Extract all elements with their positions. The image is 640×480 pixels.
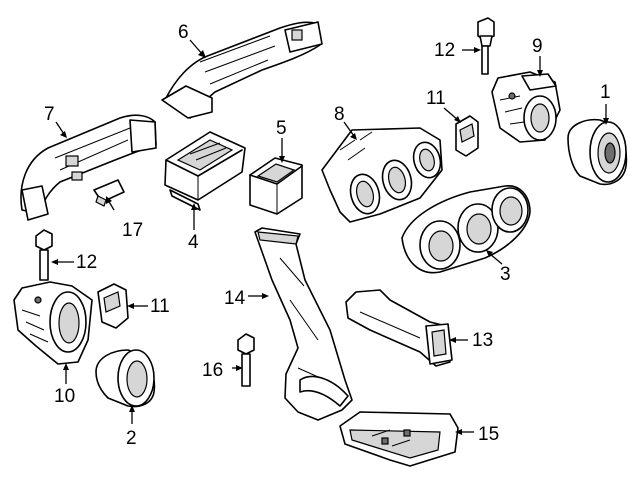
callout-8: 8 bbox=[334, 104, 345, 125]
part-14-duct bbox=[254, 227, 353, 421]
callout-13: 13 bbox=[472, 330, 493, 351]
callout-11-upper: 11 bbox=[426, 88, 446, 109]
part-6-duct bbox=[161, 21, 323, 119]
callout-17: 17 bbox=[122, 220, 143, 241]
callout-6: 6 bbox=[178, 22, 189, 43]
part-4-outlet bbox=[164, 131, 246, 211]
leader-lines bbox=[51, 39, 609, 435]
callout-1: 1 bbox=[600, 82, 611, 103]
part-5-outlet bbox=[249, 157, 303, 215]
part-11-clip-upper bbox=[455, 115, 479, 157]
part-2-outlet bbox=[95, 349, 156, 408]
part-13-duct bbox=[345, 289, 453, 367]
part-10-outlet bbox=[13, 281, 93, 365]
part-1-outlet bbox=[567, 118, 628, 186]
part-11-clip-lower bbox=[97, 283, 129, 329]
part-15-duct bbox=[339, 411, 459, 467]
callout-3: 3 bbox=[500, 264, 511, 285]
callout-7: 7 bbox=[44, 104, 55, 125]
part-8-bezel bbox=[321, 127, 443, 223]
callout-14: 14 bbox=[224, 288, 246, 309]
part-12-screw-lower bbox=[35, 229, 53, 281]
callout-2: 2 bbox=[126, 428, 137, 449]
part-9-outlet bbox=[491, 71, 561, 143]
callout-11-lower: 11 bbox=[150, 296, 170, 317]
callout-12-lower: 12 bbox=[76, 252, 97, 273]
callout-10: 10 bbox=[54, 386, 75, 407]
callout-16: 16 bbox=[202, 360, 223, 381]
callout-4: 4 bbox=[188, 232, 199, 253]
part-12-screw-upper bbox=[477, 17, 495, 75]
callout-5: 5 bbox=[276, 118, 287, 139]
part-7-duct bbox=[20, 114, 157, 221]
part-16-screw bbox=[237, 333, 255, 387]
callout-15: 15 bbox=[478, 424, 499, 445]
part-17-clip bbox=[93, 179, 125, 207]
callout-12-upper: 12 bbox=[434, 40, 455, 61]
callout-9: 9 bbox=[532, 36, 543, 57]
part-3-outlets bbox=[401, 185, 531, 274]
